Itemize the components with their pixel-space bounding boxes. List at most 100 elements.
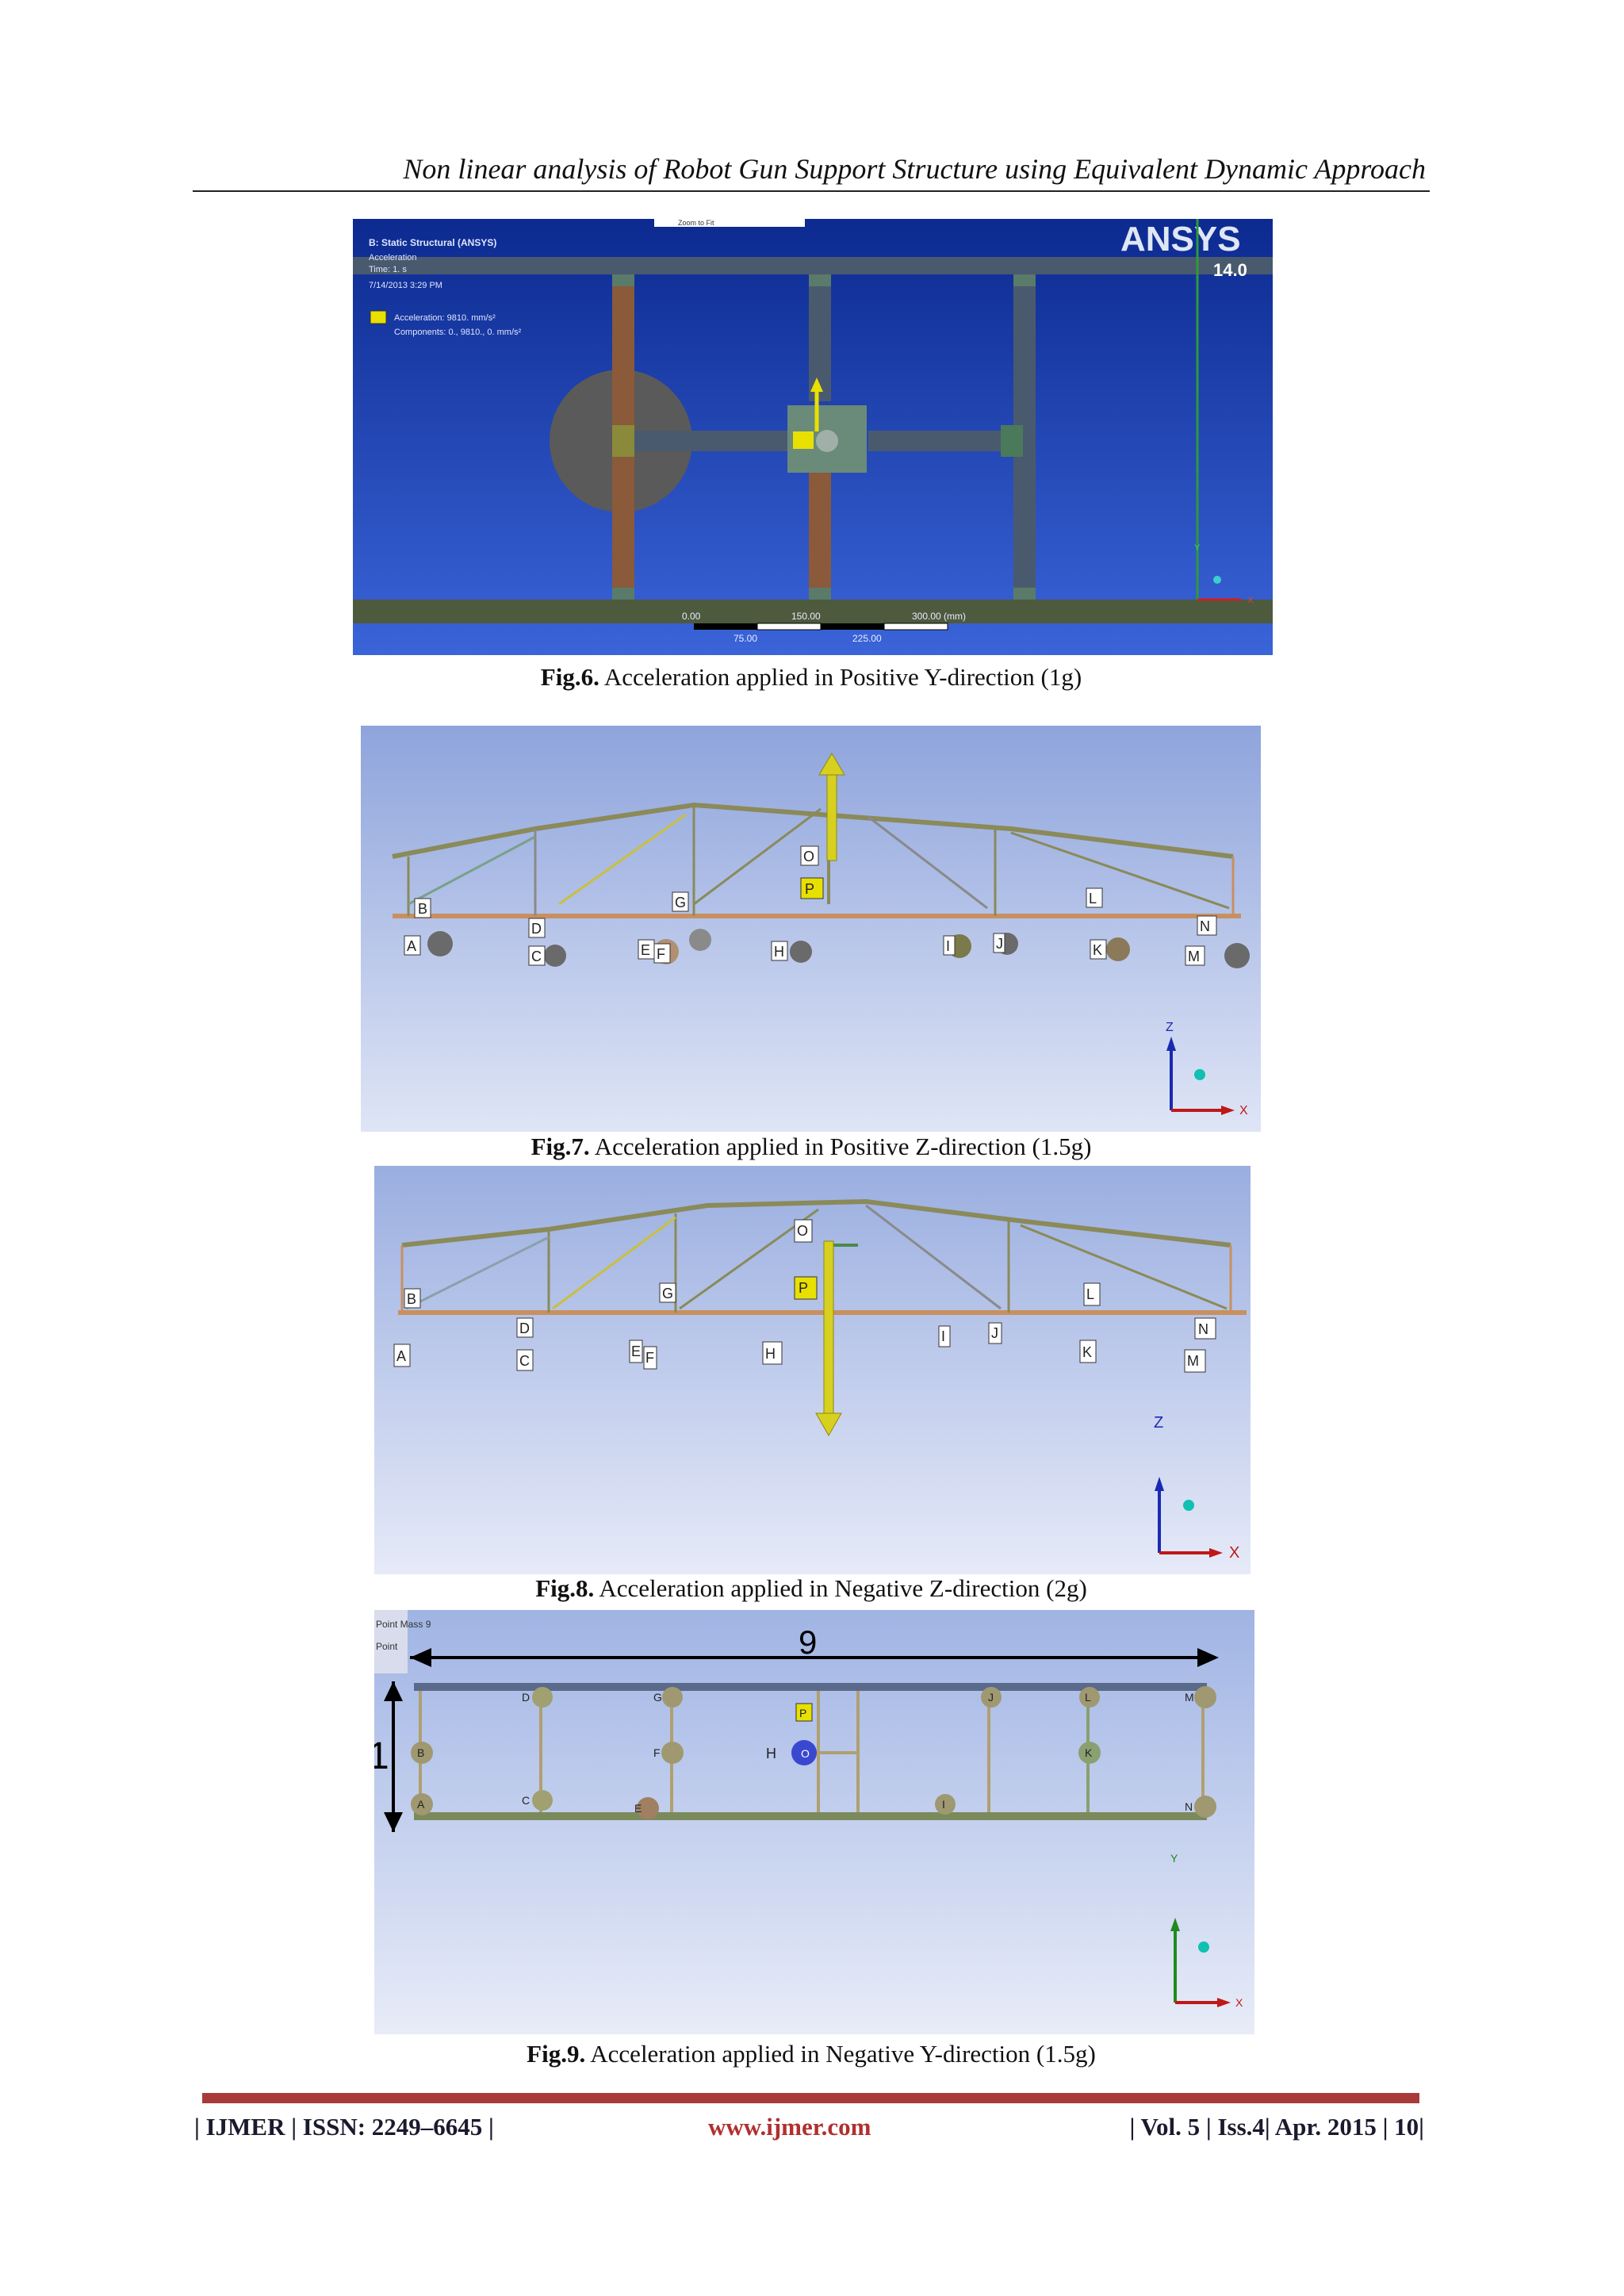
fig9-mass-m (1194, 1686, 1216, 1708)
fig9-axis-z-dot (1198, 1941, 1209, 1953)
fig9-tree-line2: Point (376, 1641, 398, 1652)
fig6-left-arm (634, 431, 809, 451)
fig8-label-l: L (1086, 1286, 1094, 1302)
fig8-top-chord (401, 1198, 1231, 1248)
fig7-brace-2 (558, 813, 687, 906)
fig9-label-k: K (1085, 1746, 1093, 1759)
fig9-axis-y-label: Y (1170, 1852, 1178, 1865)
fig8-brace-4 (865, 1204, 1002, 1310)
fig9-dim-height-label: 1 (374, 1735, 389, 1777)
fig8-accel-arrow (823, 1240, 834, 1416)
fig6-scale-bar-2 (756, 623, 822, 631)
fig6-accel-arrowhead (810, 378, 823, 392)
fig9-bottom-rail (414, 1812, 1207, 1820)
fig9-mass-b (411, 1742, 433, 1764)
figure-7-svg: B A D C E F G H I J K L M N (361, 726, 1261, 1132)
fig8-axis-x-head (1209, 1548, 1223, 1558)
fig9-mass-f (661, 1742, 684, 1764)
fig6-scale-bar-1 (694, 623, 757, 630)
fig6-caption-label: Fig.6. (540, 663, 599, 691)
fig7-axis-y-dot (1194, 1069, 1205, 1080)
fig8-label-f: F (645, 1350, 654, 1366)
fig9-mass-a (411, 1793, 433, 1815)
fig7-axis-z-label: Z (1166, 1021, 1174, 1034)
fig9-axis-x-head (1217, 1998, 1231, 2007)
fig7-mass-g (689, 929, 711, 951)
fig8-label-h: H (765, 1346, 776, 1362)
fig9-dim-width-label: 9 (799, 1623, 817, 1661)
fig7-brace-5 (1010, 831, 1230, 910)
fig8-label-d: D (519, 1320, 530, 1336)
fig6-accel-flag (793, 431, 814, 449)
figure-9-image: Point Mass 9 Point 9 1 (374, 1610, 1254, 2034)
fig9-tree-panel (374, 1610, 408, 1673)
fig8-label-b: B (407, 1291, 416, 1307)
fig9-axis-y-head (1170, 1918, 1180, 1931)
fig8-label-i: I (941, 1328, 945, 1344)
fig9-mass-i (935, 1794, 956, 1815)
fig9-dim-width-left (410, 1648, 431, 1667)
fig6-joint-left (612, 425, 634, 457)
fig6-scale-bar-4 (883, 623, 948, 631)
fig6-top-beam (353, 257, 1273, 274)
footer-website-link[interactable]: www.ijmer.com (708, 2113, 871, 2141)
fig8-label-o: O (797, 1223, 808, 1239)
fig6-axis-x-label: X (1247, 596, 1254, 605)
fig6-scale-150: 150.00 (791, 611, 821, 622)
fig9-label-o: O (801, 1747, 810, 1760)
fig7-mass-m (1224, 943, 1250, 968)
fig7-label-c: C (531, 949, 542, 964)
fig9-label-j: J (988, 1691, 994, 1704)
fig9-label-f: F (653, 1746, 661, 1759)
fig7-accel-arrow (826, 772, 837, 861)
fig8-label-c: C (519, 1353, 530, 1369)
fig7-label-p: P (805, 881, 814, 897)
fig6-center-column-bottom (809, 473, 831, 600)
fig6-joint-right (1001, 425, 1023, 457)
fig9-label-d: D (522, 1691, 530, 1704)
fig6-scale-bar-3 (821, 623, 884, 630)
fig9-labels: B A D C G F E H P O I J K L M N (417, 1691, 1194, 1815)
fig7-mass-h (790, 941, 812, 963)
fig9-label-c: C (522, 1794, 530, 1807)
fig8-labels: B A D C E F G H I J K L M N (393, 1219, 1216, 1373)
fig6-joint-top-center (809, 274, 831, 286)
fig9-label-p: P (799, 1707, 806, 1719)
fig8-brace-2 (552, 1216, 676, 1310)
fig8-label-p: P (799, 1280, 808, 1296)
fig8-label-a: A (396, 1348, 406, 1364)
figure-8-caption: Fig.8. Acceleration applied in Negative … (193, 1574, 1430, 1603)
fig7-labels: B A D C E F G H I J K L M N (404, 845, 1217, 966)
fig6-scale-225: 225.00 (852, 633, 882, 644)
fig7-label-f: F (657, 946, 665, 962)
fig7-brace-4 (868, 815, 988, 910)
fig7-axis-z-head (1166, 1037, 1176, 1051)
fig8-accel-arrowhead (815, 1412, 842, 1437)
fig6-info-type: Acceleration (369, 253, 417, 263)
fig6-toolbar (654, 219, 805, 227)
fig8-axis-x-label: X (1229, 1544, 1239, 1562)
fig9-tree-line1: Point Mass 9 (376, 1619, 431, 1630)
fig8-caption-text: Acceleration applied in Negative Z-direc… (594, 1574, 1087, 1602)
fig6-joint-bottom-left (612, 588, 634, 600)
fig8-axis-z-label: Z (1154, 1414, 1163, 1432)
fig7-caption-label: Fig.7. (530, 1133, 590, 1160)
fig9-caption-label: Fig.9. (527, 2040, 586, 2068)
fig6-legend-components: Components: 0., 9810., 0. mm/s² (394, 328, 522, 337)
fig7-label-k: K (1093, 942, 1102, 958)
fig6-version: 14.0 (1213, 260, 1247, 280)
fig6-right-arm (868, 431, 1013, 451)
fig7-label-h: H (774, 944, 784, 960)
fig9-label-n: N (1185, 1800, 1193, 1813)
fig7-label-n: N (1200, 918, 1210, 934)
fig7-brace-3 (693, 807, 822, 906)
fig9-label-a: A (417, 1798, 425, 1811)
fig7-label-e: E (641, 942, 650, 958)
fig6-center-hole (816, 430, 838, 452)
fig8-label-j: J (991, 1325, 998, 1341)
fig9-caption-text: Acceleration applied in Negative Y-direc… (585, 2040, 1096, 2068)
footer-journal: | IJMER | ISSN: 2249–6645 | (194, 2113, 494, 2141)
fig9-mass-n (1194, 1796, 1216, 1818)
fig8-label-m: M (1187, 1353, 1199, 1369)
footer-volume: | Vol. 5 | Iss.4| Apr. 2015 | 10| (1129, 2113, 1424, 2141)
